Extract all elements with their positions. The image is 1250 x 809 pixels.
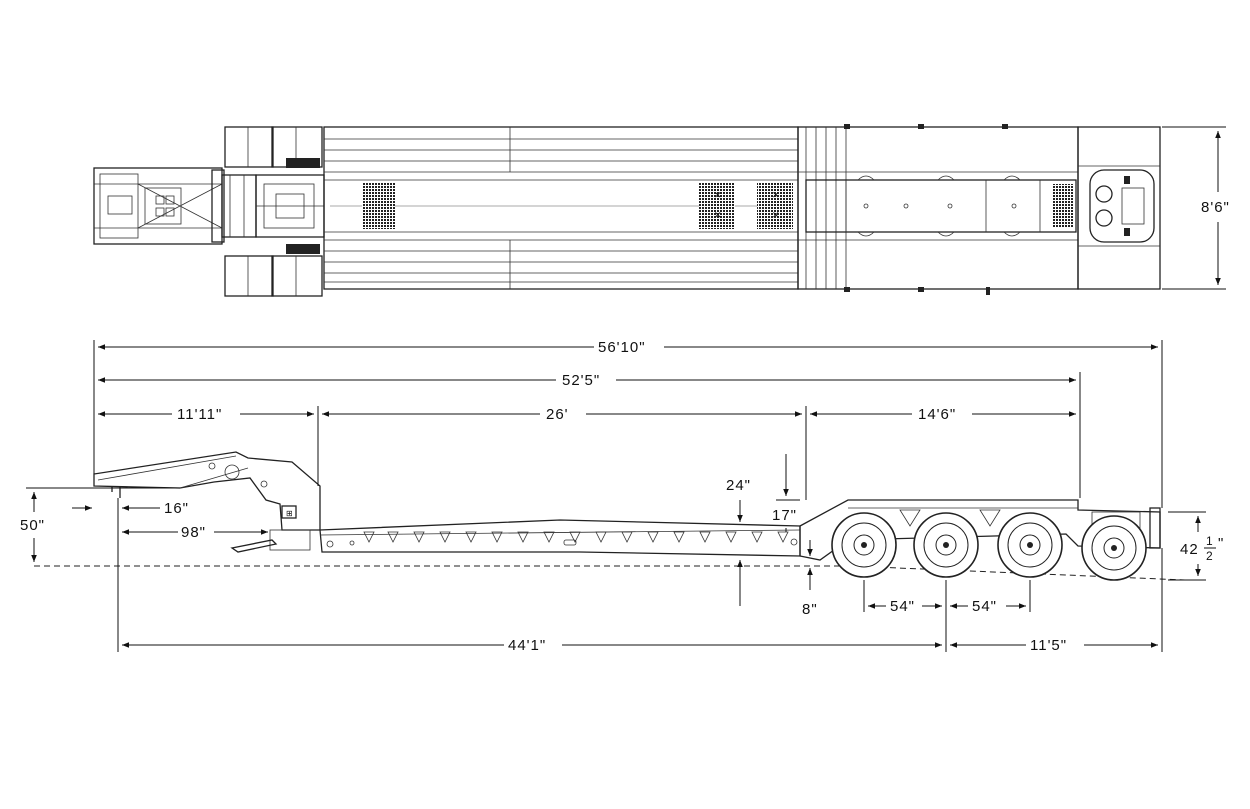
kingpin-setback-label: 16" [164, 500, 189, 517]
overall-length-dimension: 56'10" [98, 339, 1158, 356]
axle-spacing-1-label: 54" [890, 598, 915, 615]
extension-lines [26, 340, 1206, 652]
svg-text:✕: ✕ [772, 190, 781, 200]
axle-spacing-2-label: 54" [972, 598, 997, 615]
axles-to-rear-label: 11'5" [1030, 637, 1067, 654]
rear-height-numerator: 1 [1206, 534, 1214, 548]
ground-clearance-dimension: 8" [802, 540, 818, 618]
ground-line-rear [849, 565, 1186, 581]
wheel-3 [997, 512, 1063, 578]
overall-length-label: 56'10" [598, 339, 646, 356]
bottom-dimensions: 44'1" 11'5" [122, 637, 1158, 654]
deck-length-label: 26' [546, 406, 569, 423]
rear-deck-rise-dimension: 24" [726, 477, 751, 606]
kingpin-to-deck-dimension: 98" [122, 524, 268, 541]
gooseneck-length-label: 11'11" [177, 406, 222, 423]
wheel-1 [831, 512, 897, 578]
gooseneck-top [93, 167, 257, 245]
rear-height-whole: 42 [1180, 541, 1199, 558]
rear-height-denominator: 2 [1206, 549, 1214, 563]
flip-wheels-top [224, 126, 323, 297]
detach-block-top [255, 174, 325, 238]
rear-frame-length-label: 14'6" [918, 406, 956, 423]
deck-side [319, 519, 801, 557]
ground-clearance-label: 8" [802, 601, 818, 618]
svg-text:✕: ✕ [772, 210, 781, 220]
kingpin-to-axles-label: 44'1" [508, 637, 546, 654]
rear-booster-top [1077, 126, 1161, 290]
svg-text:✕: ✕ [714, 190, 723, 200]
rear-frame-top [797, 124, 1079, 295]
width-dimension: 8'6" [1162, 126, 1230, 290]
svg-text:⊞: ⊞ [286, 509, 294, 518]
rear-height-dimension: 42 1 2 " [1180, 516, 1224, 576]
length-to-rear-dimension: 52'5" [98, 372, 1076, 389]
segment-dimensions: 11'11" 26' 14'6" [98, 406, 1076, 423]
deck-top: ✕ ✕ ✕ ✕ [323, 126, 799, 290]
rear-height-unit: " [1218, 535, 1224, 552]
rear-deck-rise-label: 24" [726, 477, 751, 494]
gooseneck-side: ⊞ [93, 451, 321, 553]
kingpin-to-deck-label: 98" [181, 524, 206, 541]
top-view: ✕ ✕ ✕ ✕ [93, 124, 1230, 297]
kingpin-setback-dimension: 16" [72, 500, 189, 517]
fifth-wheel-height-label: 50" [20, 517, 45, 534]
wheel-4 [1081, 515, 1147, 581]
width-label: 8'6" [1201, 199, 1230, 216]
axle-spacing-dimensions: 54" 54" [868, 598, 1026, 615]
length-to-rear-label: 52'5" [562, 372, 600, 389]
side-view: ⊞ [20, 339, 1224, 654]
fifth-wheel-height-dimension: 50" [20, 492, 45, 562]
wheel-2 [913, 512, 979, 578]
rear-deck-offset-dimension: 17" [772, 454, 797, 532]
rear-deck-offset-label: 17" [772, 507, 797, 524]
svg-text:✕: ✕ [714, 210, 723, 220]
